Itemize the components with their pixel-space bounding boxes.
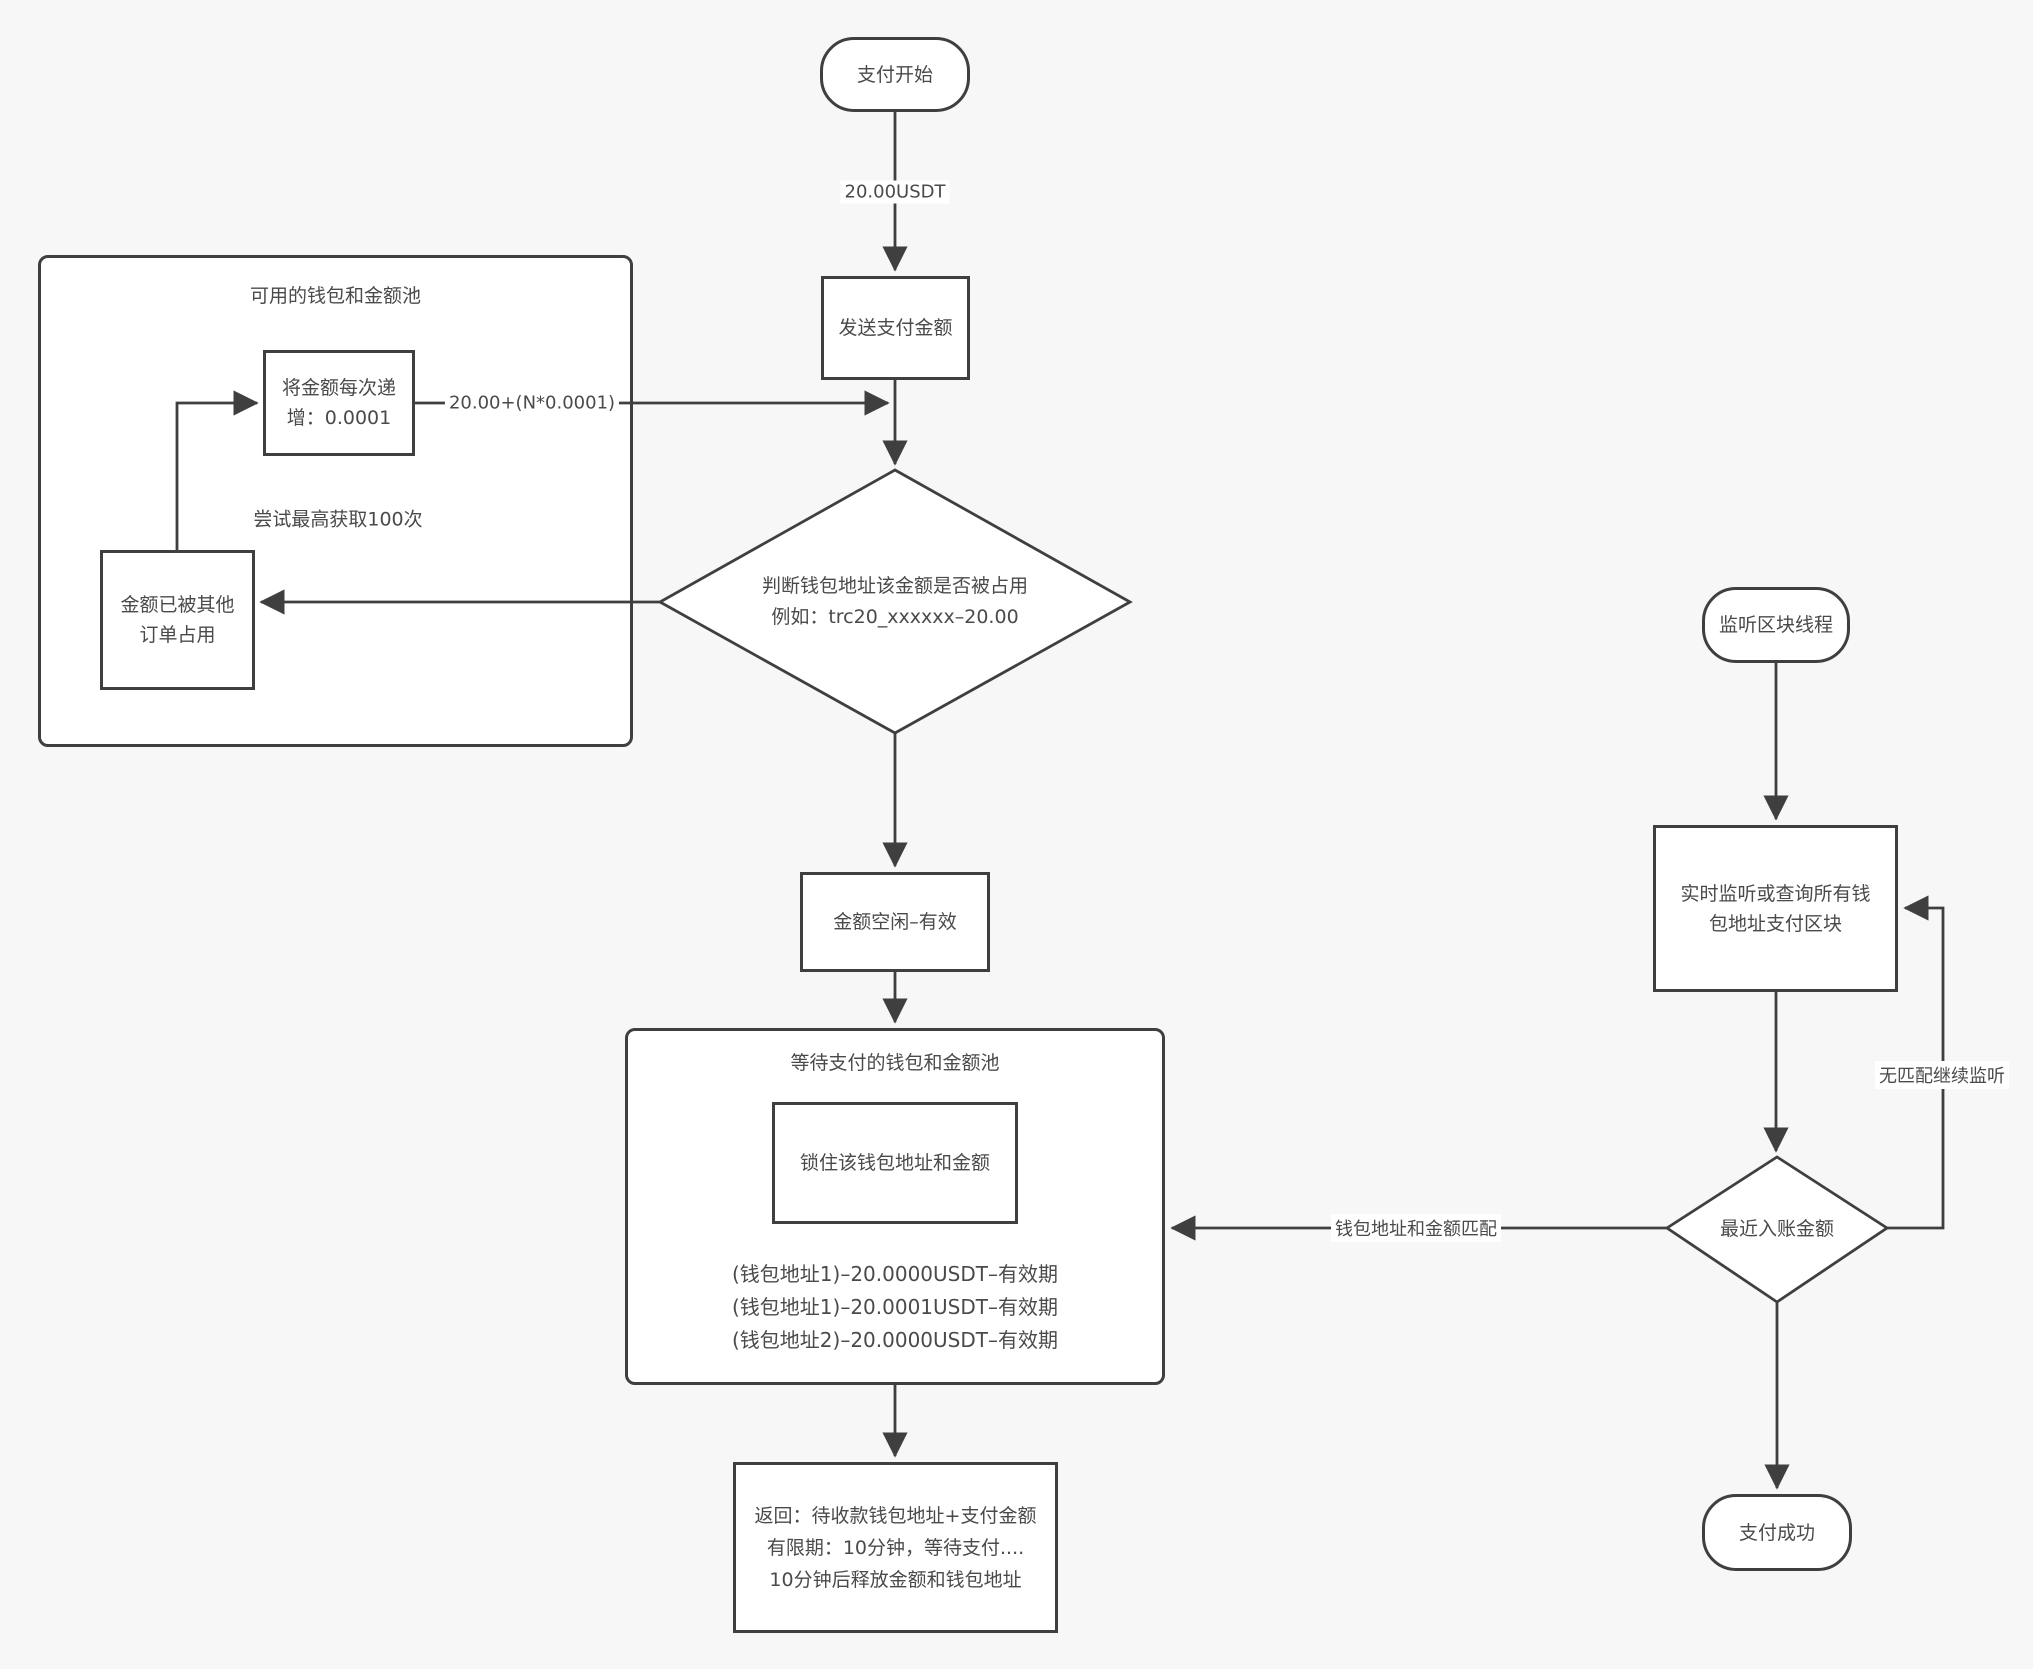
edge-label-increment-formula: 20.00+(N*0.0001) — [444, 391, 620, 415]
watch-line2: 包地址支付区块 — [1708, 912, 1842, 935]
start-label: 支付开始 — [856, 63, 933, 86]
pool-item: (钱包地址2)–20.0000USDT–有效期 — [732, 1328, 1058, 1352]
increment-line1: 将金额每次递 — [281, 377, 396, 399]
lock-label: 锁住该钱包地址和金额 — [799, 1152, 990, 1174]
start-node: 支付开始 — [820, 37, 970, 112]
listen-thread-node: 监听区块线程 — [1702, 587, 1850, 663]
occupied-line2: 订单占用 — [139, 624, 216, 646]
success-node: 支付成功 — [1702, 1494, 1852, 1571]
watch-node: 实时监听或查询所有钱 包地址支付区块 — [1653, 825, 1898, 992]
amount-free-node: 金额空闲–有效 — [800, 872, 990, 972]
waiting-pool-title: 等待支付的钱包和金额池 — [790, 1052, 1000, 1074]
available-pool-title: 可用的钱包和金额池 — [249, 285, 421, 307]
success-label: 支付成功 — [1738, 1521, 1815, 1544]
increment-node: 将金额每次递 增：0.0001 — [263, 350, 415, 456]
lock-node: 锁住该钱包地址和金额 — [772, 1102, 1018, 1224]
return-line1: 返回：待收款钱包地址+支付金额 — [754, 1504, 1037, 1527]
check-diamond-shape — [657, 468, 1133, 735]
listen-thread-label: 监听区块线程 — [1718, 614, 1833, 636]
edge-label-amount: 20.00USDT — [840, 180, 950, 204]
return-node: 返回：待收款钱包地址+支付金额 有限期：10分钟，等待支付.... 10分钟后释… — [733, 1462, 1058, 1633]
edge-occupied-to-increment — [175, 390, 259, 550]
pool-item: (钱包地址1)–20.0001USDT–有效期 — [732, 1295, 1058, 1319]
occupied-line1: 金额已被其他 — [120, 594, 235, 616]
watch-line1: 实时监听或查询所有钱 — [1680, 882, 1871, 905]
occupied-node: 金额已被其他 订单占用 — [100, 550, 255, 690]
pool-item: (钱包地址1)–20.0000USDT–有效期 — [732, 1262, 1058, 1286]
increment-line2: 增：0.0001 — [286, 407, 392, 429]
return-line3: 10分钟后释放金额和钱包地址 — [769, 1568, 1022, 1591]
retry-hint-text: 尝试最高获取100次 — [253, 508, 423, 531]
send-amount-label: 发送支付金额 — [838, 317, 953, 339]
recent-diamond-shape — [1664, 1155, 1890, 1304]
send-amount-node: 发送支付金额 — [821, 276, 970, 380]
amount-free-label: 金额空闲–有效 — [833, 911, 957, 933]
return-line2: 有限期：10分钟，等待支付.... — [766, 1536, 1025, 1559]
edge-label-match: 钱包地址和金额匹配 — [1331, 1214, 1501, 1242]
pool-item-list: (钱包地址1)–20.0000USDT–有效期 (钱包地址1)–20.0001U… — [625, 1258, 1165, 1357]
edge-label-no-match: 无匹配继续监听 — [1875, 1061, 2009, 1089]
